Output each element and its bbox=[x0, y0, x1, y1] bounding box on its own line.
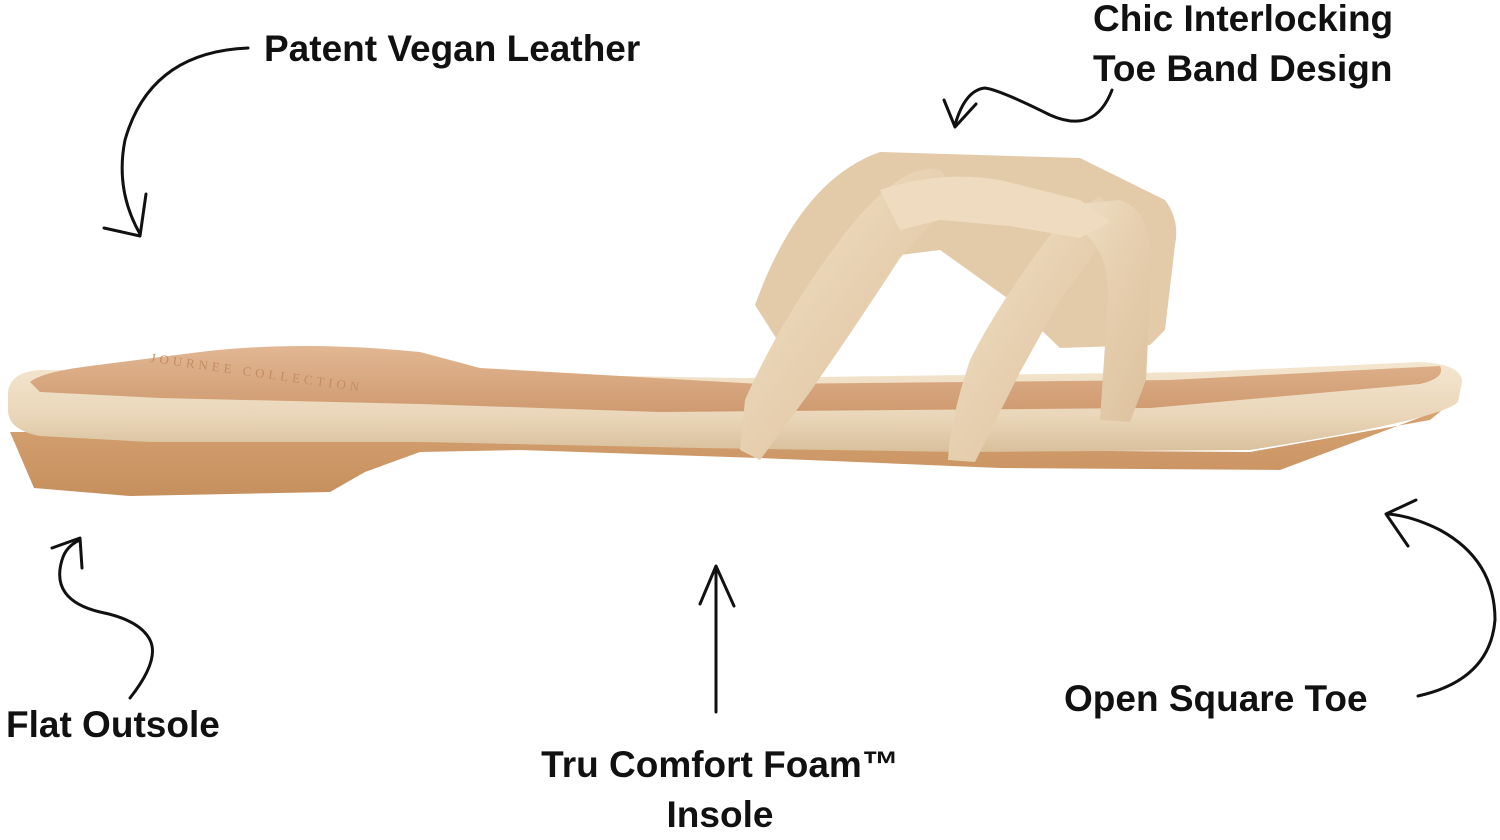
arrow-outsole-head bbox=[50, 536, 84, 570]
outsole bbox=[10, 402, 1452, 496]
open-square-toe-label: Open Square Toe bbox=[1064, 678, 1368, 719]
arrow-patent-head bbox=[102, 192, 148, 238]
flat-outsole-label: Flat Outsole bbox=[6, 704, 220, 745]
arrow-outsole bbox=[58, 538, 154, 700]
chic-toe-band-label-line1: Chic Interlocking bbox=[1093, 0, 1394, 39]
chic-toe-band-label-line2: Toe Band Design bbox=[1093, 48, 1393, 89]
arrow-patent bbox=[120, 46, 250, 236]
patent-leather-label: Patent Vegan Leather bbox=[264, 28, 641, 69]
strap-right bbox=[1050, 200, 1150, 422]
arrow-insole-head bbox=[698, 564, 736, 608]
arrow-chic-head bbox=[942, 98, 978, 129]
insole-label-line2: Insole bbox=[666, 794, 774, 835]
arrow-toe-head bbox=[1384, 498, 1418, 548]
strap-middle bbox=[948, 196, 1120, 462]
arrow-chic bbox=[953, 86, 1114, 127]
footbed bbox=[30, 346, 1442, 412]
strap-left bbox=[740, 168, 960, 460]
strap-knot bbox=[880, 176, 1110, 238]
arrow-toe bbox=[1386, 512, 1497, 698]
insole-label-line1: Tru Comfort Foam™ bbox=[541, 744, 899, 785]
